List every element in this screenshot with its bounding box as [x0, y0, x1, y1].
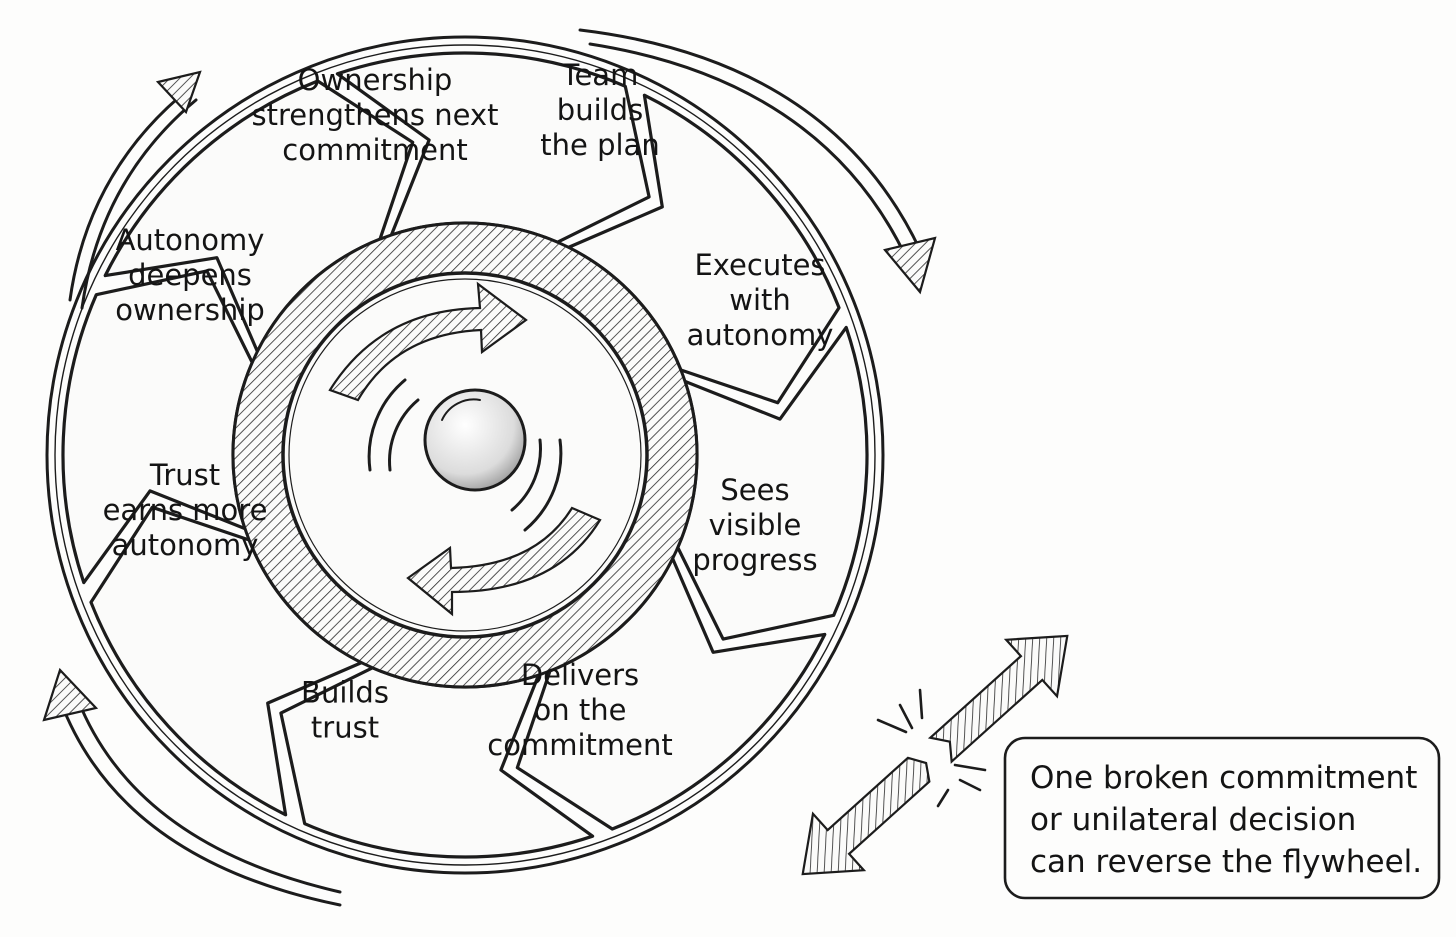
outer-ring — [45, 35, 885, 875]
warning-note-box — [1003, 736, 1441, 900]
flywheel-step-label-line: deepens — [128, 258, 252, 292]
flywheel-step-label-line: Delivers — [521, 658, 639, 692]
flywheel-step-label-line: strengthens next — [252, 98, 499, 132]
flywheel-step-label-line: Sees — [720, 473, 789, 507]
arrowhead-bottom-left-icon — [42, 667, 99, 722]
flywheel-step-label-line: visible — [709, 508, 802, 542]
flywheel-step-label-line: the plan — [540, 128, 659, 162]
reversal-arrow-icon — [801, 634, 1069, 876]
flywheel-step-label-line: earns more — [103, 493, 268, 527]
flywheel-step-label-line: autonomy — [112, 528, 259, 562]
center-hub — [281, 271, 649, 639]
flywheel-step-label-line: progress — [692, 543, 817, 577]
flywheel-step-label-line: Ownership — [298, 63, 453, 97]
flywheel-step-label-line: Executes — [694, 248, 825, 282]
flywheel-step-label-line: on the — [534, 693, 627, 727]
hub-core-sphere — [423, 388, 527, 492]
outer-arc-left-top — [68, 86, 192, 302]
outer-rotation-arrows — [42, 28, 937, 907]
warning-note-line-2: or unilateral decision — [1030, 802, 1356, 838]
flywheel-step-label-line: with — [729, 283, 791, 317]
flywheel-step-label-line: Team — [561, 58, 639, 92]
warning-note-line-1: One broken commitment — [1030, 760, 1417, 796]
flywheel-step-label-line: autonomy — [687, 318, 834, 352]
arrowhead-top-right-icon — [883, 236, 937, 295]
outer-arc-bottom-left — [58, 698, 342, 907]
rotate-arrow-bottom-icon — [406, 506, 602, 617]
arrowhead-top-left-icon — [155, 70, 202, 115]
break-burst-icon — [876, 688, 987, 808]
flywheel-step-label-line: Autonomy — [116, 223, 265, 257]
flywheel-step-label-line: commitment — [487, 728, 672, 762]
warning-note-line-3: can reverse the flywheel. — [1030, 844, 1422, 880]
rotate-arrow-top-icon — [328, 281, 528, 402]
flywheel-step-label-line: ownership — [115, 293, 265, 327]
outer-arc-right-top — [578, 28, 922, 252]
flywheel-step-label-line: commitment — [282, 133, 467, 167]
flywheel-step-label-line: builds — [557, 93, 643, 127]
flywheel-step-label-line: Trust — [149, 458, 220, 492]
flywheel-segments — [61, 51, 869, 859]
flywheel-step-label-line: trust — [311, 711, 379, 745]
warning-note: One broken commitment or unilateral deci… — [1003, 736, 1441, 900]
flywheel-step-label-line: Builds — [301, 676, 389, 710]
